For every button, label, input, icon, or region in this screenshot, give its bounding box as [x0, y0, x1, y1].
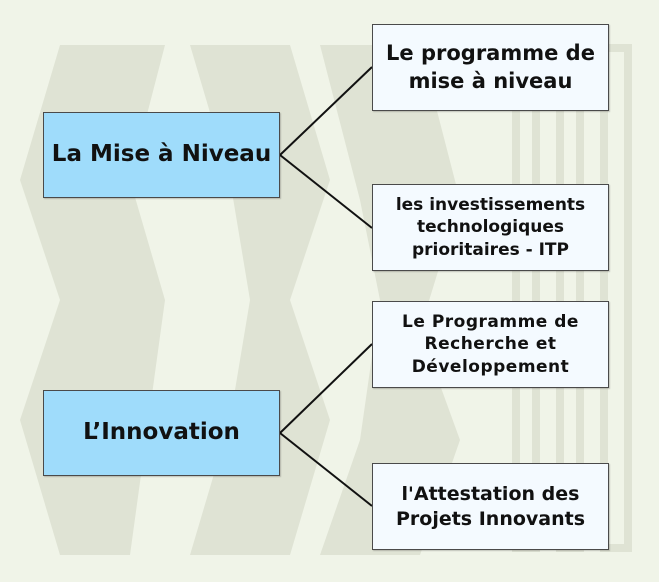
sub-box: l'Attestation des Projets Innovants	[372, 463, 609, 550]
chevron-shape	[190, 45, 330, 555]
sub-box-label: les investissements technologiques prior…	[395, 195, 586, 260]
connector-line	[279, 154, 373, 229]
main-box-label: La Mise à Niveau	[51, 141, 272, 168]
stripe-shape	[600, 44, 632, 552]
main-box-innovation: L’Innovation	[43, 390, 280, 476]
connector-line	[279, 66, 373, 156]
main-box-label: L’Innovation	[83, 419, 240, 446]
connector-line	[279, 343, 373, 434]
sub-box: Le programme de mise à niveau	[372, 24, 609, 111]
connector-line	[279, 432, 373, 507]
sub-box-label: Le Programme de Recherche et Développeme…	[402, 312, 579, 377]
main-box-mise-a-niveau: La Mise à Niveau	[43, 112, 280, 198]
sub-box-label: l'Attestation des Projets Innovants	[395, 482, 586, 530]
chevron-shape	[320, 45, 460, 555]
sub-box: les investissements technologiques prior…	[372, 184, 609, 271]
sub-box: Le Programme de Recherche et Développeme…	[372, 301, 609, 388]
sub-box-label: Le programme de mise à niveau	[386, 41, 595, 93]
